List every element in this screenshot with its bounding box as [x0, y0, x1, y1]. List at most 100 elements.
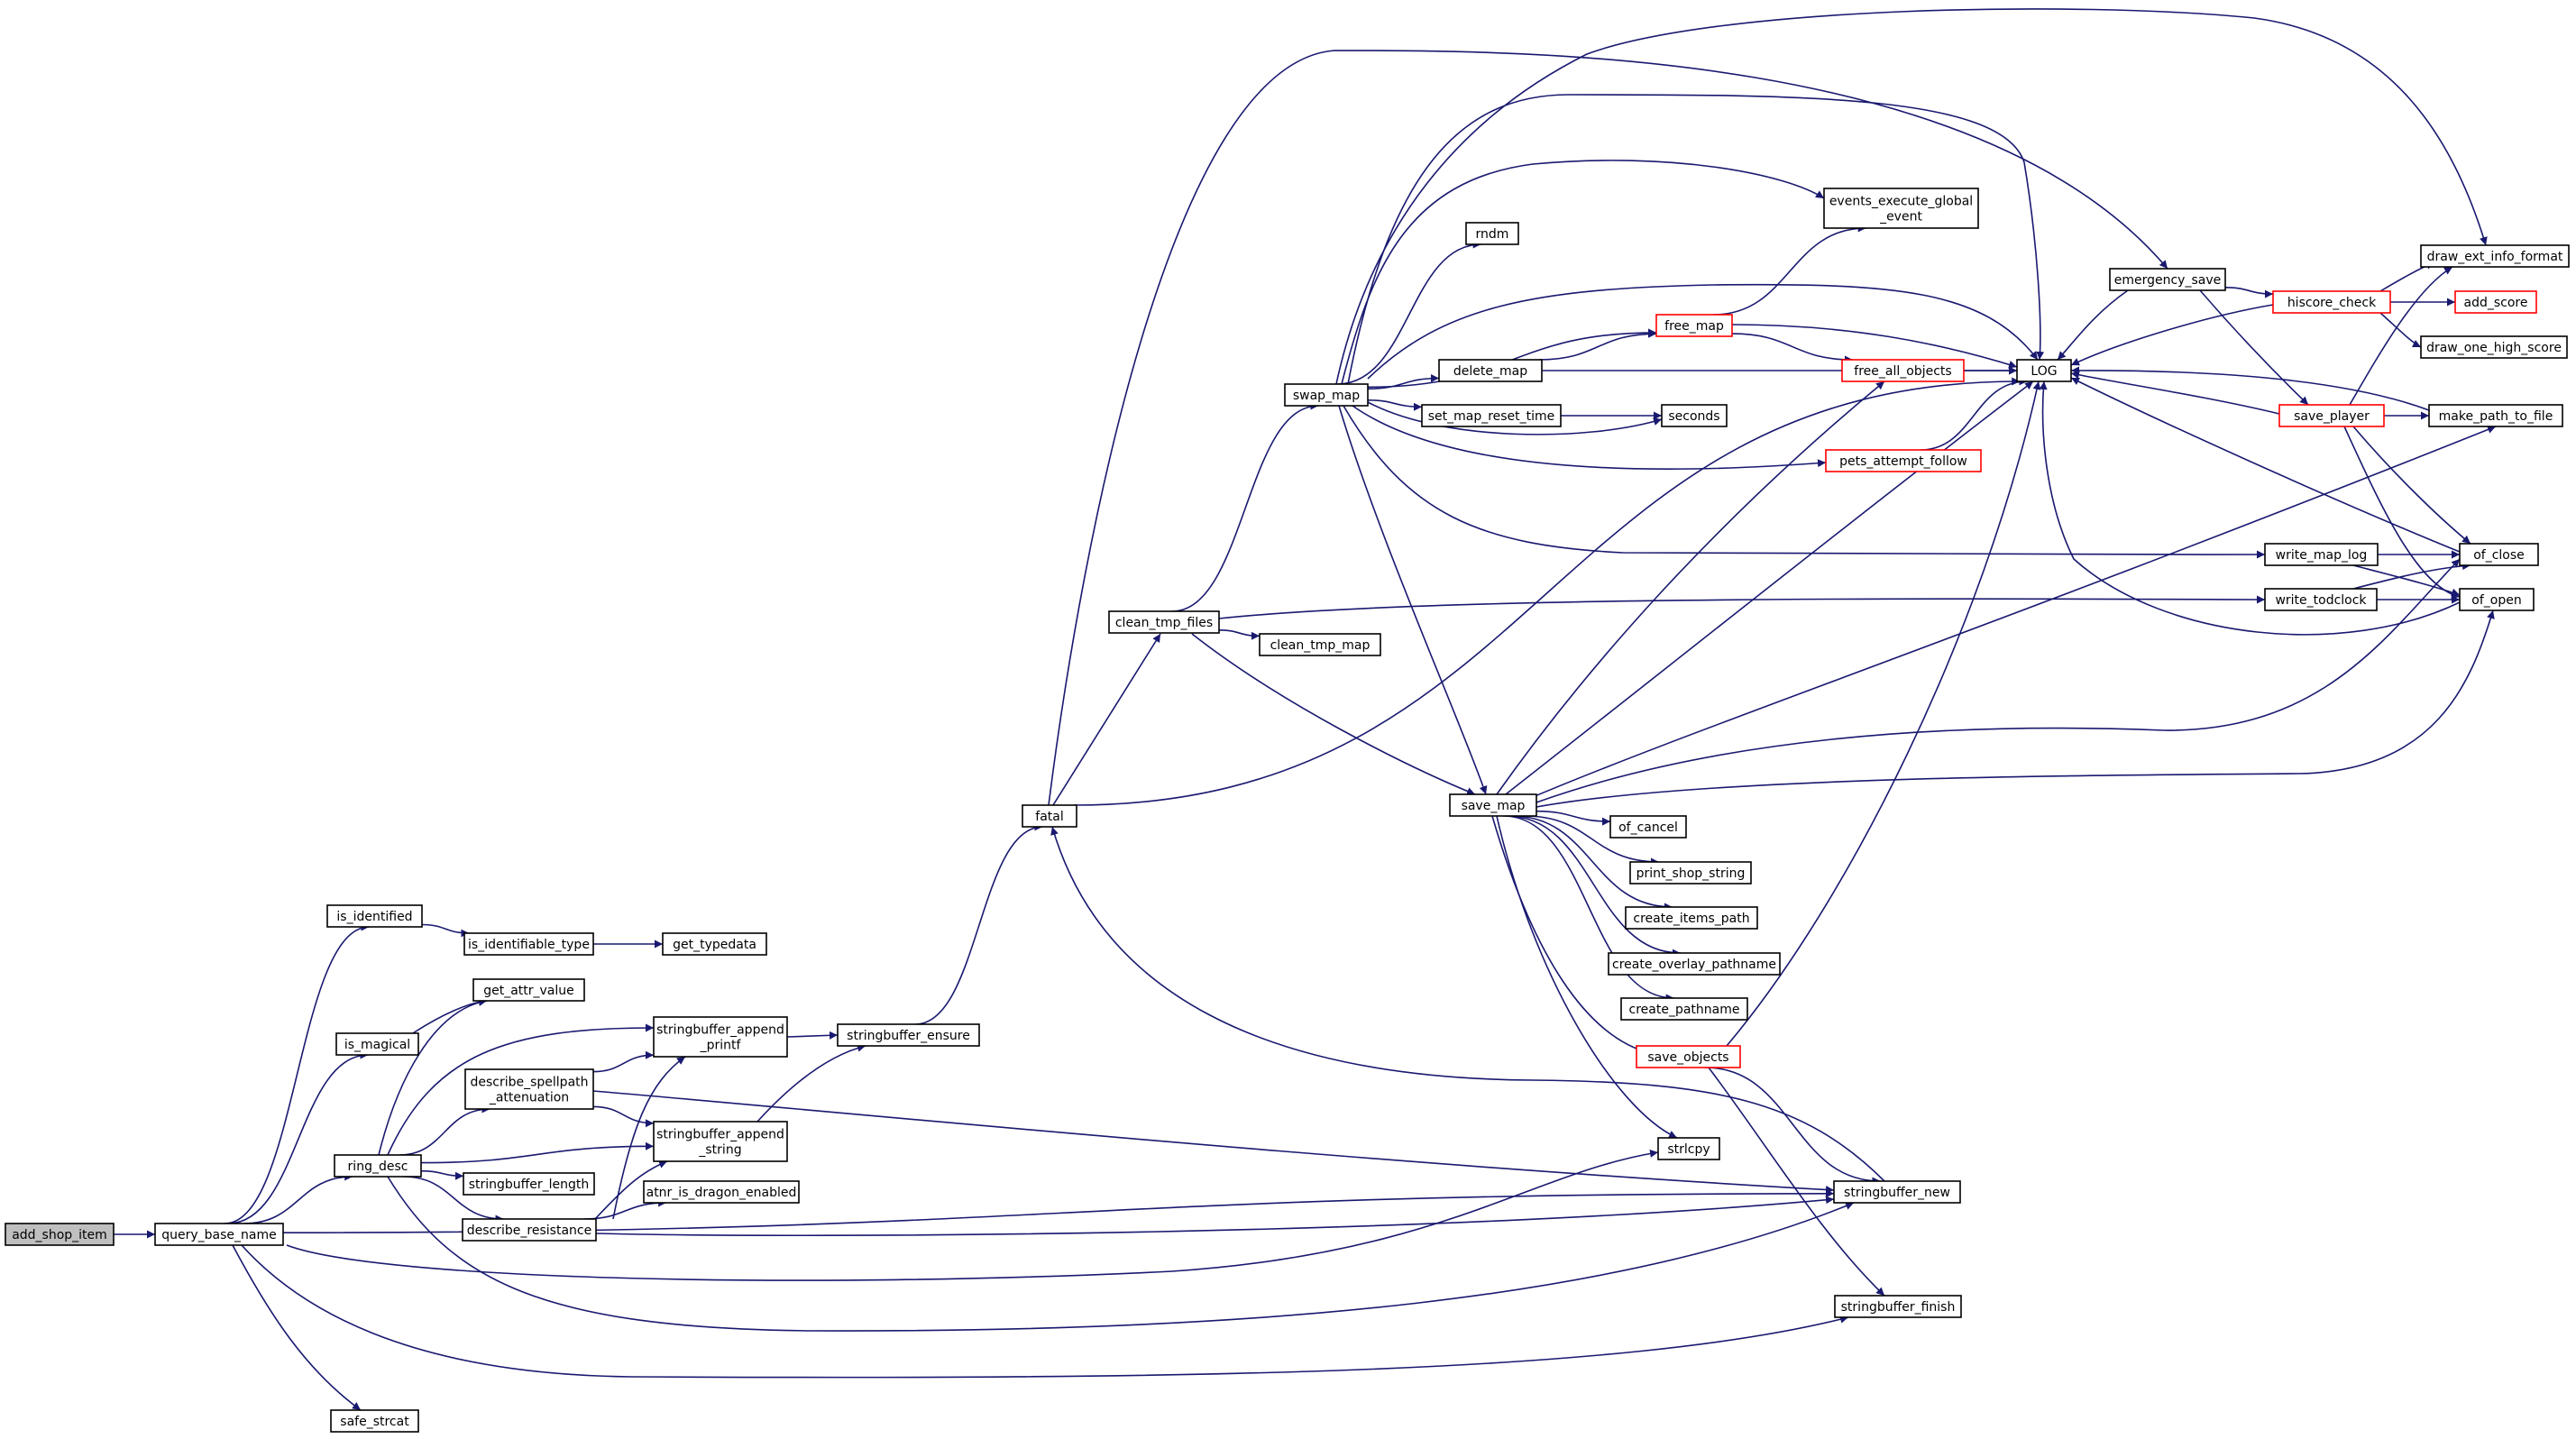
node-stringbuffer_finish[interactable]: stringbuffer_finish — [1834, 1295, 1962, 1318]
node-box — [653, 1121, 788, 1162]
node-set_map_reset_time[interactable]: set_map_reset_time — [1421, 404, 1562, 427]
node-box — [1022, 804, 1077, 828]
node-describe_spellpath_attenuation[interactable]: describe_spellpath_attenuation — [464, 1068, 594, 1110]
node-create_overlay_pathname[interactable]: create_overlay_pathname — [1608, 952, 1781, 976]
node-save_player[interactable]: save_player — [2278, 404, 2385, 427]
node-is_magical[interactable]: is_magical — [335, 1032, 419, 1056]
node-swap_map[interactable]: swap_map — [1284, 383, 1369, 407]
node-label: swap_map — [1293, 389, 1360, 403]
node-pets_attempt_follow[interactable]: pets_attempt_follow — [1825, 449, 1982, 472]
node-of_cancel[interactable]: of_cancel — [1609, 815, 1687, 839]
node-box — [463, 932, 594, 956]
node-get_typedata[interactable]: get_typedata — [662, 932, 767, 956]
node-box — [1465, 222, 1519, 245]
node-events_execute_global_event[interactable]: events_execute_global_event — [1823, 188, 1979, 229]
node-write_todclock[interactable]: write_todclock — [2264, 588, 2378, 611]
node-label: stringbuffer_append — [656, 1023, 784, 1038]
node-print_shop_string[interactable]: print_shop_string — [1629, 861, 1752, 884]
node-label: save_objects — [1647, 1050, 1728, 1065]
node-of_close[interactable]: of_close — [2459, 543, 2539, 566]
node-hiscore_check[interactable]: hiscore_check — [2272, 290, 2391, 314]
node-free_map[interactable]: free_map — [1655, 314, 1733, 337]
call-edge-describe_spellpath_attenuation-to-stringbuffer_append_printf — [592, 1050, 655, 1073]
call-edge-hiscore_check-to-draw_one_high_score — [2379, 312, 2422, 348]
node-stringbuffer_append_string[interactable]: stringbuffer_append_string — [653, 1121, 788, 1162]
node-create_pathname[interactable]: create_pathname — [1620, 997, 1748, 1021]
call-edge-save_objects-to-stringbuffer_new — [1704, 1067, 1881, 1186]
node-stringbuffer_ensure[interactable]: stringbuffer_ensure — [837, 1023, 980, 1047]
node-box — [2459, 543, 2539, 566]
node-label: create_pathname — [1629, 1003, 1740, 1017]
call-edge-save_map-to-free_all_objects — [1496, 380, 1885, 795]
node-box — [1421, 404, 1562, 427]
node-get_attr_value[interactable]: get_attr_value — [472, 978, 585, 1002]
call-edge-save_map-to-save_objects — [1491, 815, 1651, 1056]
node-label: _printf — [700, 1039, 742, 1053]
node-fatal[interactable]: fatal — [1022, 804, 1077, 828]
call-edge-save_player-to-LOG — [2070, 371, 2280, 415]
node-label: clean_tmp_map — [1270, 638, 1371, 653]
node-label: _event — [1879, 210, 1922, 225]
call-edge-of_close-to-LOG — [2070, 377, 2461, 553]
node-draw_ext_info_format[interactable]: draw_ext_info_format — [2420, 244, 2570, 268]
node-atnr_is_dragon_enabled[interactable]: atnr_is_dragon_enabled — [643, 1180, 800, 1204]
node-stringbuffer_new[interactable]: stringbuffer_new — [1833, 1180, 1961, 1204]
call-edge-swap_map-to-delete_map — [1367, 374, 1440, 390]
node-add_score[interactable]: add_score — [2454, 290, 2537, 314]
node-emergency_save[interactable]: emergency_save — [2109, 268, 2226, 291]
call-edge-clean_tmp_files-to-save_map — [1191, 633, 1476, 795]
node-box — [2420, 244, 2570, 268]
node-label: describe_spellpath — [470, 1076, 588, 1090]
node-ring_desc[interactable]: ring_desc — [334, 1154, 422, 1178]
node-box — [1636, 1045, 1741, 1068]
node-box — [2420, 335, 2568, 359]
node-delete_map[interactable]: delete_map — [1438, 359, 1543, 382]
node-safe_strcat[interactable]: safe_strcat — [330, 1409, 419, 1433]
node-box — [2428, 404, 2563, 427]
node-label: is_identifiable_type — [468, 938, 590, 952]
call-edge-save_map-to-create_items_path — [1512, 815, 1673, 912]
node-query_base_name[interactable]: query_base_name — [154, 1223, 284, 1246]
call-edges — [114, 8, 2497, 1411]
call-edge-query_base_name-to-is_identified — [224, 922, 370, 1224]
call-edge-swap_map-to-write_map_log — [1343, 405, 2266, 559]
node-strlcpy[interactable]: strlcpy — [1657, 1137, 1720, 1160]
node-box — [1655, 314, 1733, 337]
node-stringbuffer_append_printf[interactable]: stringbuffer_append_printf — [653, 1016, 788, 1058]
node-box — [462, 1218, 597, 1242]
node-box — [1629, 861, 1752, 884]
node-box — [1657, 1137, 1720, 1160]
node-is_identifiable_type[interactable]: is_identifiable_type — [463, 932, 594, 956]
node-box — [330, 1409, 419, 1433]
node-save_map[interactable]: save_map — [1449, 793, 1537, 817]
call-edge-free_map-to-free_all_objects — [1731, 333, 1853, 364]
node-write_map_log[interactable]: write_map_log — [2264, 543, 2379, 566]
node-seconds[interactable]: seconds — [1661, 404, 1728, 427]
node-draw_one_high_score[interactable]: draw_one_high_score — [2420, 335, 2568, 359]
call-edge-save_objects-to-LOG — [1726, 380, 2041, 1047]
node-save_objects[interactable]: save_objects — [1636, 1045, 1741, 1068]
call-edge-save_player-to-of_open — [2343, 426, 2461, 600]
call-edge-ring_desc-to-stringbuffer_new — [387, 1176, 1855, 1332]
node-clean_tmp_map[interactable]: clean_tmp_map — [1259, 633, 1381, 656]
node-of_open[interactable]: of_open — [2459, 588, 2535, 611]
node-box — [2264, 543, 2379, 566]
node-create_items_path[interactable]: create_items_path — [1625, 906, 1758, 930]
node-LOG[interactable]: LOG — [2016, 359, 2072, 382]
node-is_identified[interactable]: is_identified — [326, 904, 423, 928]
node-box — [1841, 359, 1965, 382]
node-label: safe_strcat — [340, 1415, 409, 1429]
node-make_path_to_file[interactable]: make_path_to_file — [2428, 404, 2563, 427]
node-add_shop_item[interactable]: add_shop_item — [5, 1223, 115, 1246]
node-box — [2454, 290, 2537, 314]
node-box — [1438, 359, 1543, 382]
node-free_all_objects[interactable]: free_all_objects — [1841, 359, 1965, 382]
node-stringbuffer_length[interactable]: stringbuffer_length — [463, 1172, 595, 1196]
node-clean_tmp_files[interactable]: clean_tmp_files — [1108, 610, 1220, 634]
call-edge-save_map-to-of_close — [1536, 558, 2461, 803]
node-rndm[interactable]: rndm — [1465, 222, 1519, 245]
call-edge-save_player-to-draw_ext_info_format — [2349, 266, 2453, 406]
node-label: is_magical — [344, 1038, 410, 1052]
node-describe_resistance[interactable]: describe_resistance — [462, 1218, 597, 1242]
node-box — [5, 1223, 115, 1246]
